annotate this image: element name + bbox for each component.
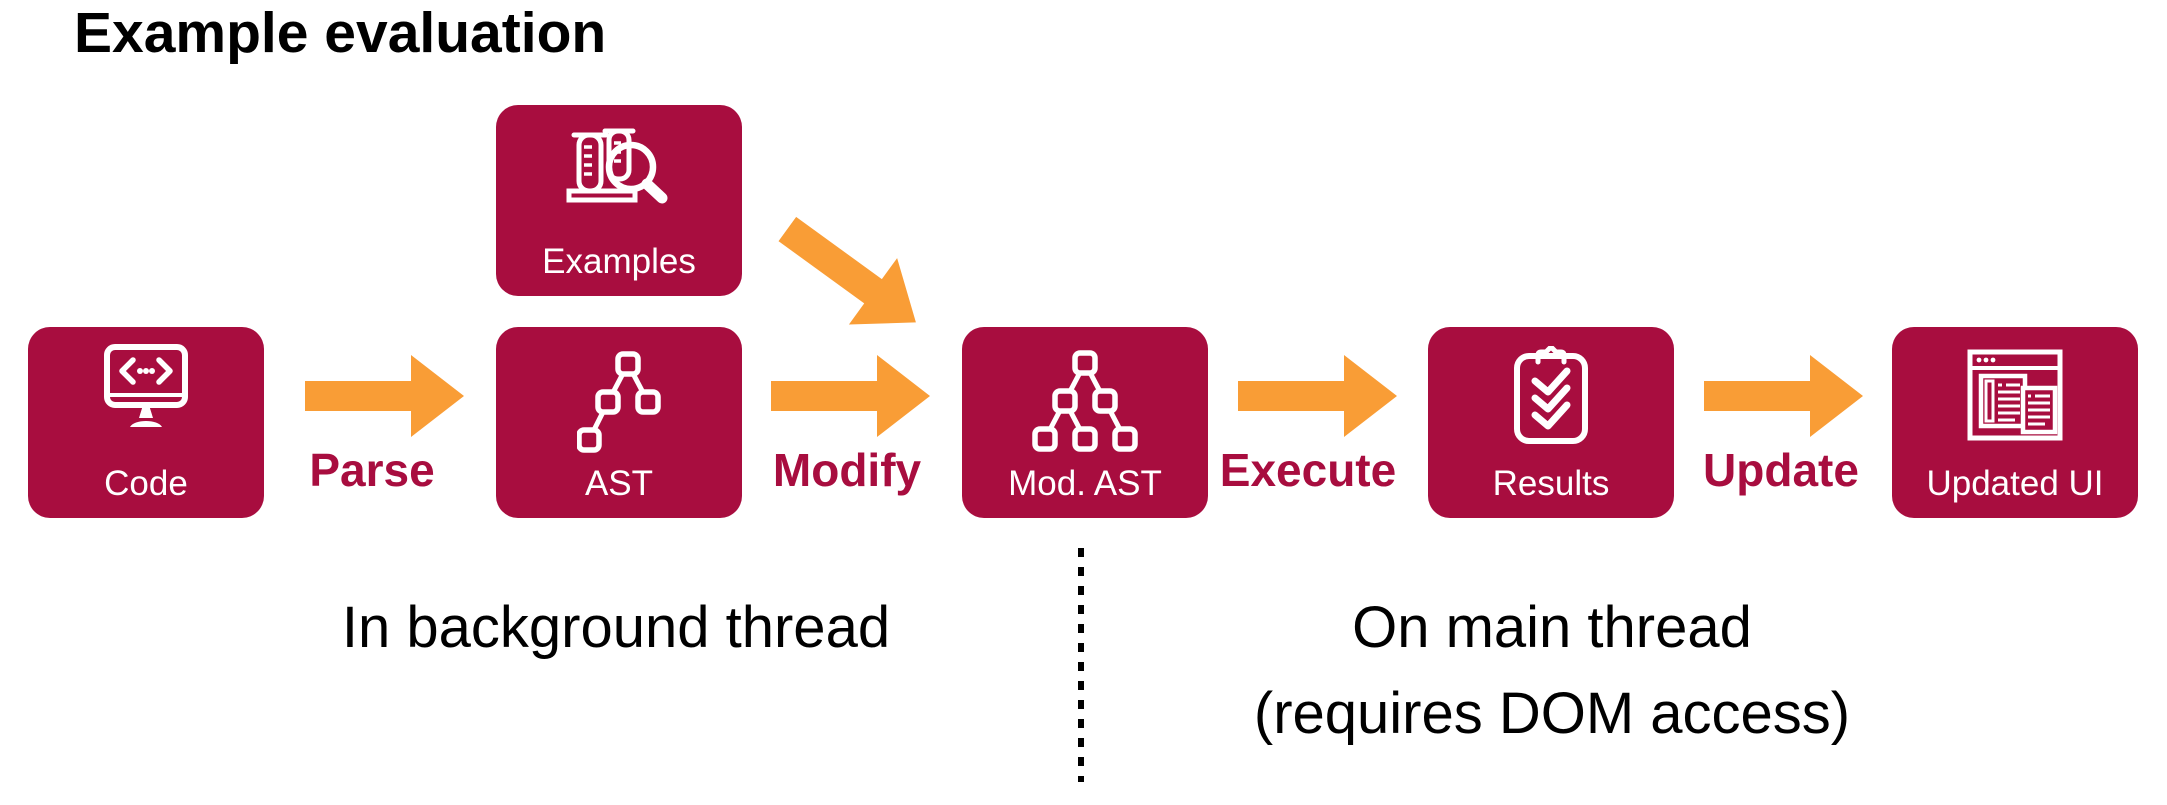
node-examples-label: Examples bbox=[542, 242, 696, 281]
node-ast: AST bbox=[496, 327, 742, 518]
modify-arrow-icon bbox=[771, 354, 931, 438]
node-updated-ui-label: Updated UI bbox=[1926, 464, 2104, 503]
clipboard-checklist-icon bbox=[1512, 344, 1590, 449]
syntax-tree-icon bbox=[576, 351, 661, 458]
main-thread-annotation-line2: (requires DOM access) bbox=[1253, 681, 1851, 746]
parse-arrow-label: Parse bbox=[309, 444, 435, 496]
browser-window-icon bbox=[1967, 346, 2063, 449]
node-mod-ast: Mod. AST bbox=[962, 327, 1208, 518]
execute-arrow-icon bbox=[1238, 354, 1398, 438]
update-arrow-label: Update bbox=[1703, 444, 1859, 496]
node-results-label: Results bbox=[1492, 464, 1610, 503]
node-code-label: Code bbox=[104, 464, 188, 503]
expanded-syntax-tree-icon bbox=[1023, 350, 1147, 457]
test-tubes-magnifier-icon bbox=[561, 127, 677, 224]
node-ast-label: AST bbox=[584, 464, 654, 503]
diagram-title: Example evaluation bbox=[74, 1, 607, 65]
node-examples: Examples bbox=[496, 105, 742, 296]
node-code: Code bbox=[28, 327, 264, 518]
node-updated-ui: Updated UI bbox=[1892, 327, 2138, 518]
code-monitor-icon bbox=[96, 343, 196, 444]
node-results: Results bbox=[1428, 327, 1674, 518]
main-thread-annotation-line1: On main thread bbox=[1352, 595, 1752, 660]
parse-arrow-icon bbox=[305, 354, 465, 438]
node-mod-ast-label: Mod. AST bbox=[1008, 464, 1162, 503]
thread-boundary-dashed-line bbox=[1078, 548, 1084, 782]
examples-to-mod-ast-arrow-icon bbox=[763, 195, 942, 357]
background-thread-annotation: In background thread bbox=[341, 595, 891, 660]
update-arrow-icon bbox=[1704, 354, 1864, 438]
execute-arrow-label: Execute bbox=[1219, 444, 1397, 496]
modify-arrow-label: Modify bbox=[772, 444, 922, 496]
main-thread-annotation: On main thread (requires DOM access) bbox=[1254, 585, 1850, 757]
